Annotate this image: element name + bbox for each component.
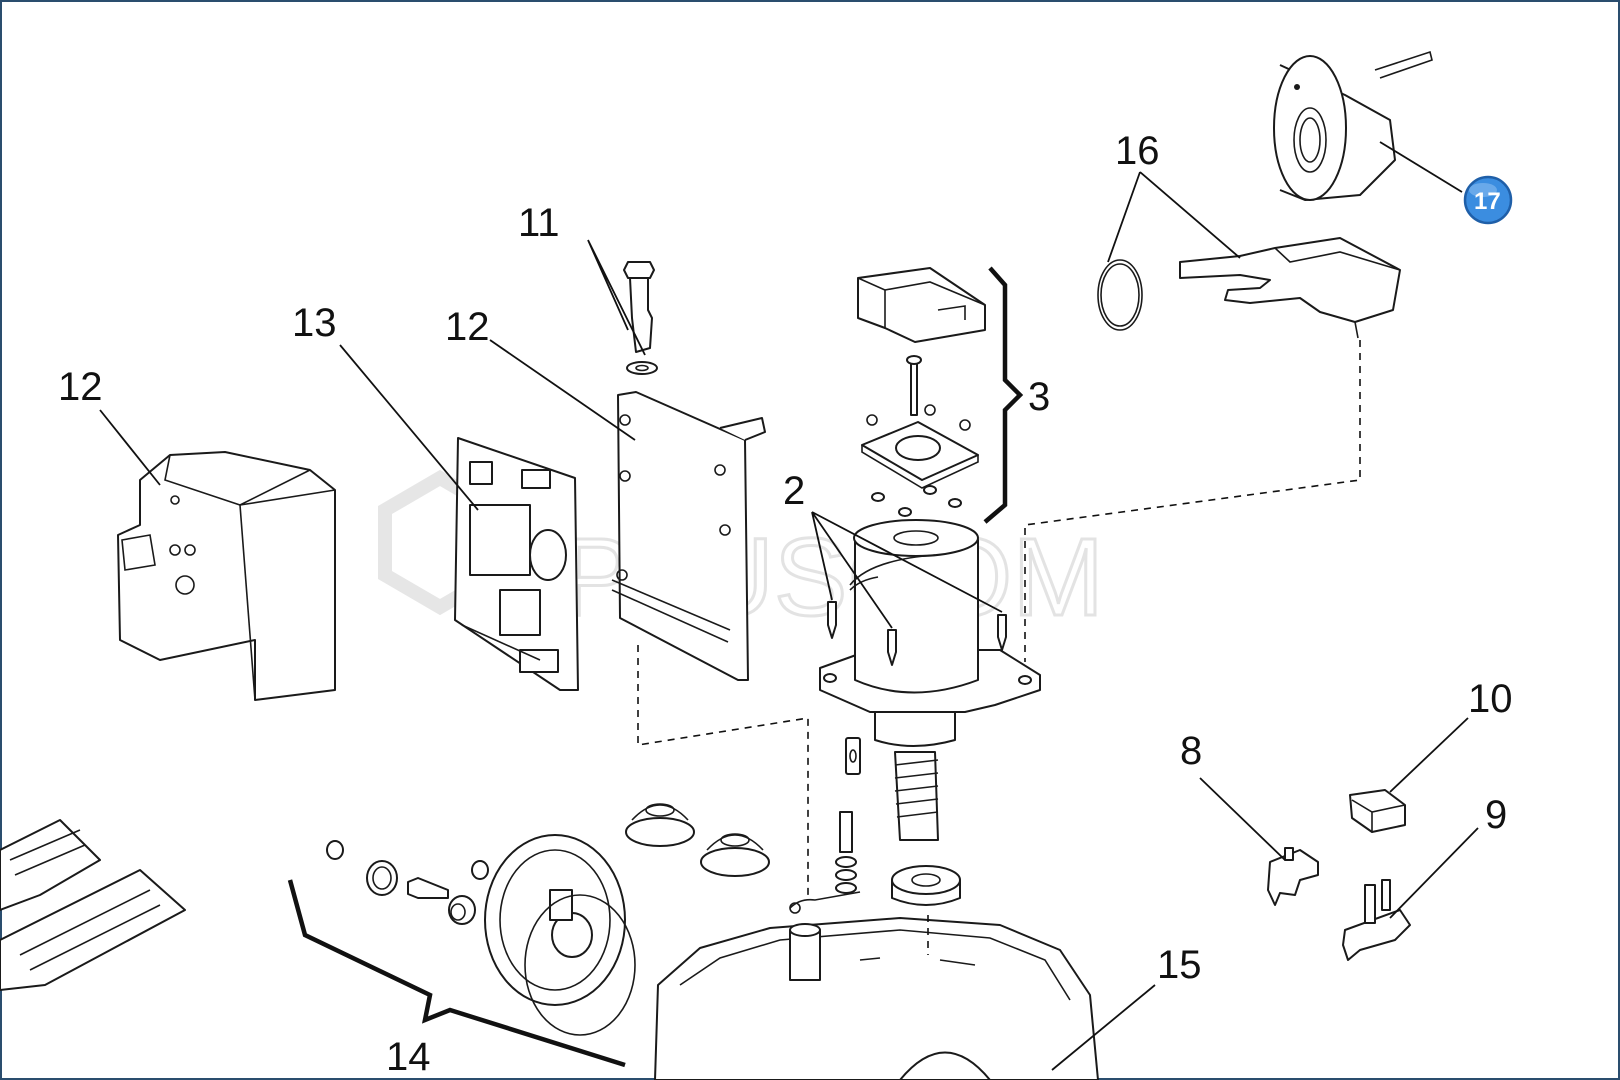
- part-cover-left: [117, 451, 336, 701]
- part-side-rails: [0, 819, 186, 991]
- part-small-hardware: [789, 737, 861, 914]
- part-screws: [827, 601, 1007, 666]
- part-grommets: [625, 803, 770, 877]
- part-gear-set: [326, 834, 636, 1036]
- callout-label-16: 16: [1115, 129, 1160, 173]
- callout-label-14: 14: [386, 1035, 431, 1079]
- callout-label-12-left: 12: [58, 365, 103, 409]
- callout-label-11: 11: [518, 201, 560, 245]
- part-mounting-plate: [611, 391, 766, 681]
- callout-label-3: 3: [1028, 375, 1050, 419]
- highlight-badge-17[interactable]: 17: [1463, 175, 1513, 225]
- part-bolt: [623, 261, 658, 375]
- callout-labels: 11 13 12 12 16 3 2 10 8 9 15 14: [58, 129, 1513, 1079]
- callout-label-8: 8: [1180, 729, 1202, 773]
- badge-label: 17: [1474, 188, 1501, 215]
- alignment-lines: [637, 340, 1361, 955]
- part-pcb-board: [454, 437, 579, 691]
- brace-part-3: [983, 266, 1024, 524]
- callout-label-13: 13: [292, 301, 337, 345]
- part-motor-cap-assembly: [857, 267, 986, 517]
- callout-label-12-panel: 12: [445, 305, 490, 349]
- callout-label-15: 15: [1157, 943, 1202, 987]
- part-motor-body: [819, 519, 1041, 841]
- part-shroud: [1097, 237, 1401, 339]
- part-coil: [1273, 50, 1433, 201]
- part-9-bracket: [1342, 879, 1411, 961]
- callout-label-9: 9: [1485, 793, 1507, 837]
- part-8-clip: [1267, 847, 1319, 906]
- part-10-block: [1349, 789, 1406, 833]
- brace-part-14: [287, 879, 626, 1068]
- part-base-housing: [654, 917, 1099, 1080]
- leader-lines: [99, 141, 1479, 1071]
- callout-label-10: 10: [1468, 677, 1513, 721]
- callout-label-2: 2: [783, 469, 805, 513]
- part-bearing: [891, 865, 961, 906]
